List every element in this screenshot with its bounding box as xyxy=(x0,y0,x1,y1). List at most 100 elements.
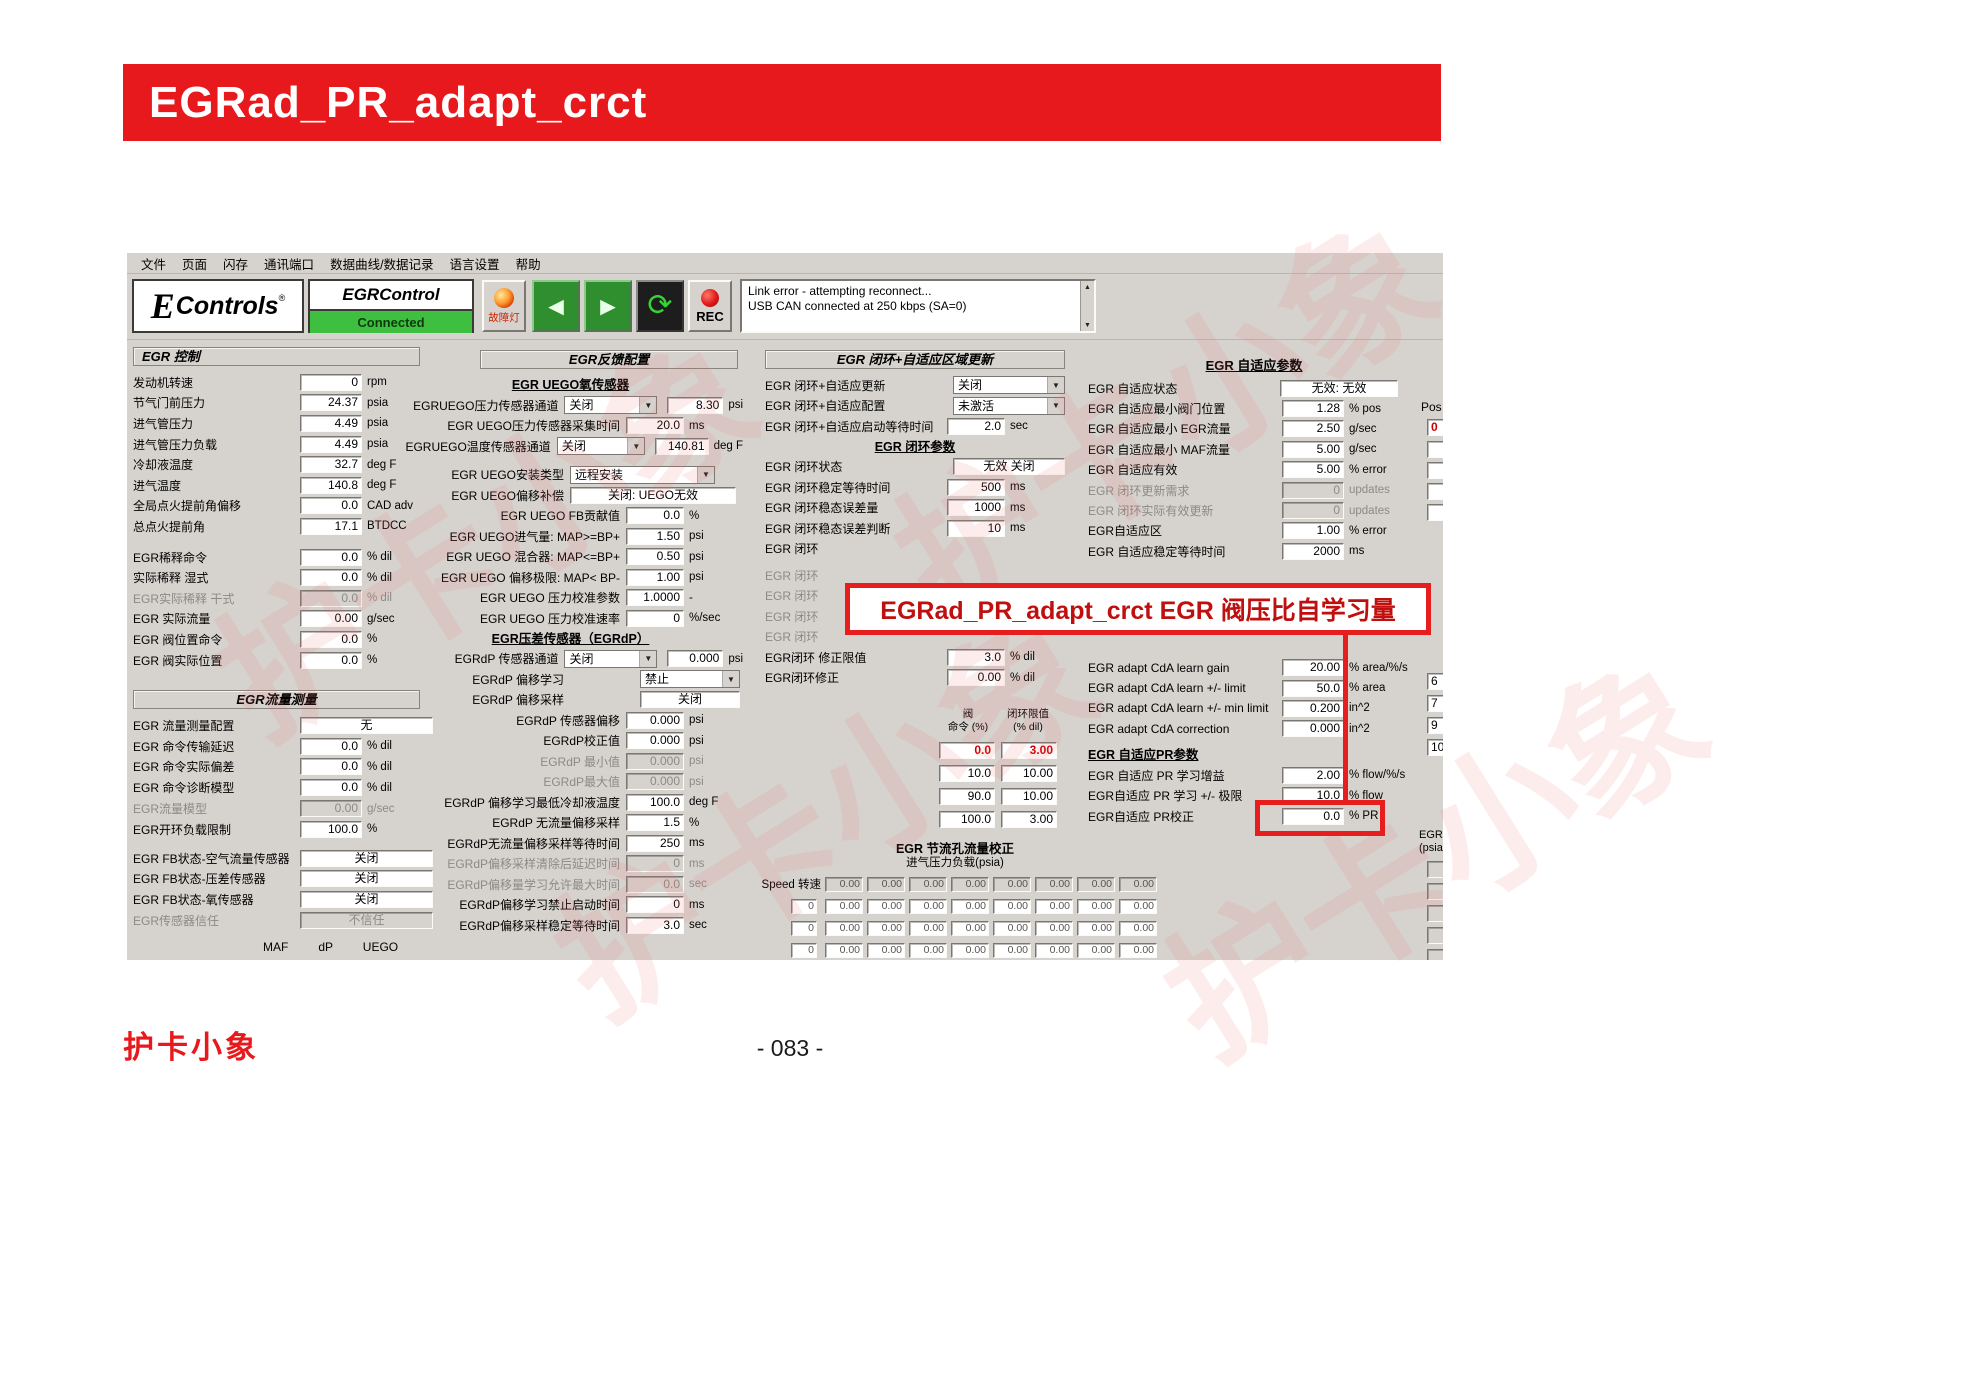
grid-cell[interactable]: 0.00 xyxy=(993,943,1031,958)
chevron-down-icon[interactable]: ▼ xyxy=(697,466,714,483)
field-value[interactable]: 0.0 xyxy=(300,589,362,607)
field-value[interactable]: 0 xyxy=(626,855,684,873)
grid-cell[interactable]: 0.00 xyxy=(1119,921,1157,936)
chevron-down-icon[interactable]: ▼ xyxy=(722,671,739,688)
field-value[interactable]: 1.5 xyxy=(626,814,684,832)
field-value[interactable]: 5.00 xyxy=(1282,440,1344,458)
field-value[interactable]: 0.000 xyxy=(626,773,684,791)
grid-cell[interactable]: 0.00 xyxy=(951,899,989,914)
table-cell[interactable]: 3.00 xyxy=(1001,742,1057,759)
grid-cell[interactable]: 0.00 xyxy=(993,921,1031,936)
field-value[interactable]: 0.0 xyxy=(300,548,362,566)
grid-cell[interactable]: 0.00 xyxy=(825,943,863,958)
grid-cell[interactable]: 0.00 xyxy=(909,921,947,936)
field-value[interactable]: 2.00 xyxy=(1282,766,1344,784)
field-value[interactable]: 250 xyxy=(626,834,684,852)
grid-cell[interactable]: 0.00 xyxy=(1077,943,1115,958)
grid-cell[interactable]: 0.00 xyxy=(993,876,1031,892)
field-value[interactable]: 8.30 xyxy=(666,396,724,414)
grid-cell[interactable]: 0.00 xyxy=(867,899,905,914)
grid-cell[interactable]: 0.00 xyxy=(993,899,1031,914)
field-value[interactable]: 0 xyxy=(300,373,362,391)
table-cell[interactable]: 3.00 xyxy=(1001,811,1057,828)
grid-row-header-cell[interactable]: 0 xyxy=(791,943,817,958)
grid-row-header-cell[interactable]: 0 xyxy=(791,921,817,936)
field-value[interactable]: 0.50 xyxy=(626,548,684,566)
dropdown-field[interactable]: 禁止▼ xyxy=(640,670,740,689)
dropdown-field[interactable]: 关闭▼ xyxy=(564,396,658,415)
field-value[interactable]: 0 xyxy=(1282,481,1344,499)
grid-cell[interactable]: 0.00 xyxy=(909,943,947,958)
menu-item-0[interactable]: 文件 xyxy=(141,257,167,272)
menu-item-6[interactable]: 帮助 xyxy=(515,257,541,272)
grid-cell[interactable]: 0.00 xyxy=(825,899,863,914)
back-button[interactable]: ◄ xyxy=(532,280,580,332)
grid-cell[interactable]: 0.00 xyxy=(825,921,863,936)
field-value[interactable]: 0 xyxy=(626,896,684,914)
field-value[interactable]: 0.00 xyxy=(300,800,362,818)
grid-row-header-cell[interactable]: 0 xyxy=(791,899,817,914)
field-value[interactable]: 0.0 xyxy=(626,507,684,525)
table-cell[interactable]: 90.0 xyxy=(939,788,995,805)
field-value[interactable]: 1000 xyxy=(947,499,1005,517)
field-value[interactable]: 1.00 xyxy=(626,568,684,586)
field-value[interactable]: 0.0 xyxy=(300,779,362,797)
field-value[interactable]: 2000 xyxy=(1282,542,1344,560)
field-value[interactable]: 2.0 xyxy=(947,417,1005,435)
field-value[interactable]: 24.37 xyxy=(300,394,362,412)
dropdown-field[interactable]: 远程安装▼ xyxy=(570,465,715,484)
field-value[interactable]: 0 xyxy=(1282,502,1344,520)
dropdown-field[interactable]: 关闭▼ xyxy=(953,376,1065,395)
grid-cell[interactable]: 0.00 xyxy=(1119,899,1157,914)
grid-cell[interactable]: 0.00 xyxy=(1035,876,1073,892)
field-value[interactable]: 0.0 xyxy=(626,875,684,893)
menu-item-1[interactable]: 页面 xyxy=(182,257,208,272)
dropdown-field[interactable]: 关闭▼ xyxy=(556,437,646,456)
field-value[interactable]: 1.0000 xyxy=(626,589,684,607)
grid-cell[interactable]: 0.00 xyxy=(1077,899,1115,914)
field-value[interactable]: 0.0 xyxy=(1282,807,1344,825)
grid-cell[interactable]: 0.00 xyxy=(909,876,947,892)
refresh-button[interactable]: ⟳ xyxy=(636,280,684,332)
grid-cell[interactable]: 0.00 xyxy=(1077,921,1115,936)
field-value[interactable]: 0.00 xyxy=(947,669,1005,687)
field-value[interactable]: 4.49 xyxy=(300,414,362,432)
dropdown-field[interactable]: 关闭▼ xyxy=(564,649,658,668)
grid-cell[interactable]: 0.00 xyxy=(951,943,989,958)
field-value[interactable]: 10 xyxy=(947,519,1005,537)
field-value[interactable]: 0.000 xyxy=(666,650,724,668)
field-value[interactable]: 0.000 xyxy=(626,732,684,750)
field-value[interactable]: 1.50 xyxy=(626,527,684,545)
menu-item-4[interactable]: 数据曲线/数据记录 xyxy=(330,257,434,272)
field-value[interactable]: 0.0 xyxy=(300,630,362,648)
forward-button[interactable]: ► xyxy=(584,280,632,332)
grid-cell[interactable]: 0.00 xyxy=(951,921,989,936)
chevron-down-icon[interactable]: ▼ xyxy=(639,650,657,667)
field-value[interactable]: 4.49 xyxy=(300,435,362,453)
menu-item-2[interactable]: 闪存 xyxy=(223,257,249,272)
record-button[interactable]: REC xyxy=(688,280,732,332)
grid-cell[interactable]: 0.00 xyxy=(1035,921,1073,936)
field-value[interactable]: 140.81 xyxy=(654,437,709,455)
grid-cell[interactable]: 0.00 xyxy=(825,876,863,892)
field-value[interactable]: 1.28 xyxy=(1282,400,1344,418)
field-value[interactable]: 32.7 xyxy=(300,456,362,474)
field-value[interactable]: 5.00 xyxy=(1282,461,1344,479)
chevron-down-icon[interactable]: ▼ xyxy=(1047,377,1064,394)
menu-item-5[interactable]: 语言设置 xyxy=(449,257,500,272)
field-value[interactable]: 100.0 xyxy=(626,793,684,811)
field-value[interactable]: 20.00 xyxy=(1282,659,1344,677)
field-value[interactable]: 50.0 xyxy=(1282,679,1344,697)
field-value[interactable]: 0.00 xyxy=(300,610,362,628)
grid-cell[interactable]: 0.00 xyxy=(1119,943,1157,958)
grid-cell[interactable]: 0.00 xyxy=(951,876,989,892)
chevron-down-icon[interactable]: ▼ xyxy=(1047,397,1064,414)
scroll-down-icon[interactable]: ▼ xyxy=(1084,321,1091,329)
menu-item-3[interactable]: 通讯端口 xyxy=(264,257,315,272)
field-value[interactable]: 0.0 xyxy=(300,497,362,515)
field-value[interactable]: 0 xyxy=(626,609,684,627)
grid-cell[interactable]: 0.00 xyxy=(867,921,905,936)
field-value[interactable]: 0.0 xyxy=(300,737,362,755)
grid-cell[interactable]: 0.00 xyxy=(1035,943,1073,958)
fault-lamp-button[interactable]: 故障灯 xyxy=(482,280,526,332)
